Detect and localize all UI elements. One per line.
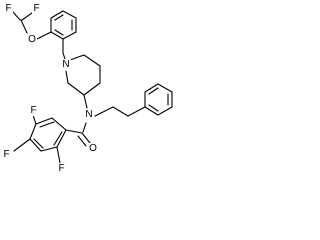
molecule-structure-canvas: F F O N N O F F F: [0, 0, 183, 198]
bond-n-carbonyl: [82, 122, 87, 133]
bond-right-ring-double-c: [148, 104, 159, 112]
bond-right-ring-2: [144, 83, 159, 93]
bond-piperidine-6: [65, 70, 69, 84]
bond-upper-ring-double-a: [54, 14, 64, 21]
bond-lower-ring-double-b: [33, 138, 44, 149]
bond-upper-ring-6: [50, 31, 64, 40]
bond-lower-ring-4: [29, 138, 42, 152]
bond-right-ring-double-a: [148, 87, 159, 95]
atom-label-ether-oxygen: O: [28, 34, 36, 45]
bond-lower-ring-2: [35, 117, 53, 125]
bond-lower-ring-3: [29, 123, 37, 140]
bond-lower-ring-6: [56, 129, 67, 148]
bond-upper-ring-3: [62, 10, 77, 19]
bond-carbonyl-co-b: [77, 135, 87, 147]
bond-lower-ring-5: [40, 146, 58, 152]
bond-piperidine-2: [83, 54, 101, 67]
atom-label-carbonyl-oxygen: O: [89, 143, 97, 154]
bond-f-chf2-left: [12, 11, 21, 21]
atom-label-ring-f-left: F: [3, 149, 9, 160]
bond-carbonyl-aryl: [65, 129, 83, 134]
bond-lower-ring-double-c: [53, 131, 63, 146]
bond-carbonyl-co-a: [81, 132, 91, 144]
bonds: [12, 10, 173, 164]
bond-ring-f-bottom: [56, 146, 61, 164]
bond-ring-f-top: [32, 114, 37, 125]
bond-lower-ring-double-a: [39, 121, 55, 128]
molecule-structure-drawing: F F O N N O F F F: [2, 3, 173, 174]
bond-right-ring-5: [157, 106, 173, 116]
bond-chf2-o: [20, 19, 28, 34]
bond-ethyl-to-ring: [127, 106, 146, 117]
bond-c4-n-amide: [83, 94, 88, 109]
bond-n-ethyl-1: [94, 106, 114, 117]
atom-label-amide-nitrogen: N: [85, 109, 92, 120]
bond-right-ring-6: [144, 106, 159, 116]
bond-upper-ring-5: [62, 31, 77, 40]
atom-label-f-top-right: F: [33, 3, 39, 14]
bond-chf2-f-right: [21, 12, 33, 21]
bond-piperidine-4: [83, 82, 101, 96]
atom-labels: F F O N N O F F F: [2, 3, 98, 174]
atom-label-piperidine-nitrogen: N: [62, 59, 69, 70]
atom-label-ring-f-bottom: F: [58, 163, 64, 174]
atom-label-ring-f-top: F: [30, 105, 36, 116]
bond-ch2-n-piperidine: [62, 52, 66, 60]
bond-upper-ring-double-c: [54, 29, 64, 36]
bond-lower-ring-1: [51, 117, 67, 131]
bond-upper-ring-2: [50, 10, 64, 19]
bond-ring-f-left: [13, 138, 31, 152]
bond-piperidine-1: [69, 54, 85, 61]
bond-piperidine-5: [67, 82, 85, 96]
bond-ethyl-2: [112, 106, 129, 117]
atom-label-f-top-left: F: [5, 3, 11, 14]
bond-o-aryl: [36, 31, 52, 40]
bond-right-ring-3: [157, 83, 173, 93]
